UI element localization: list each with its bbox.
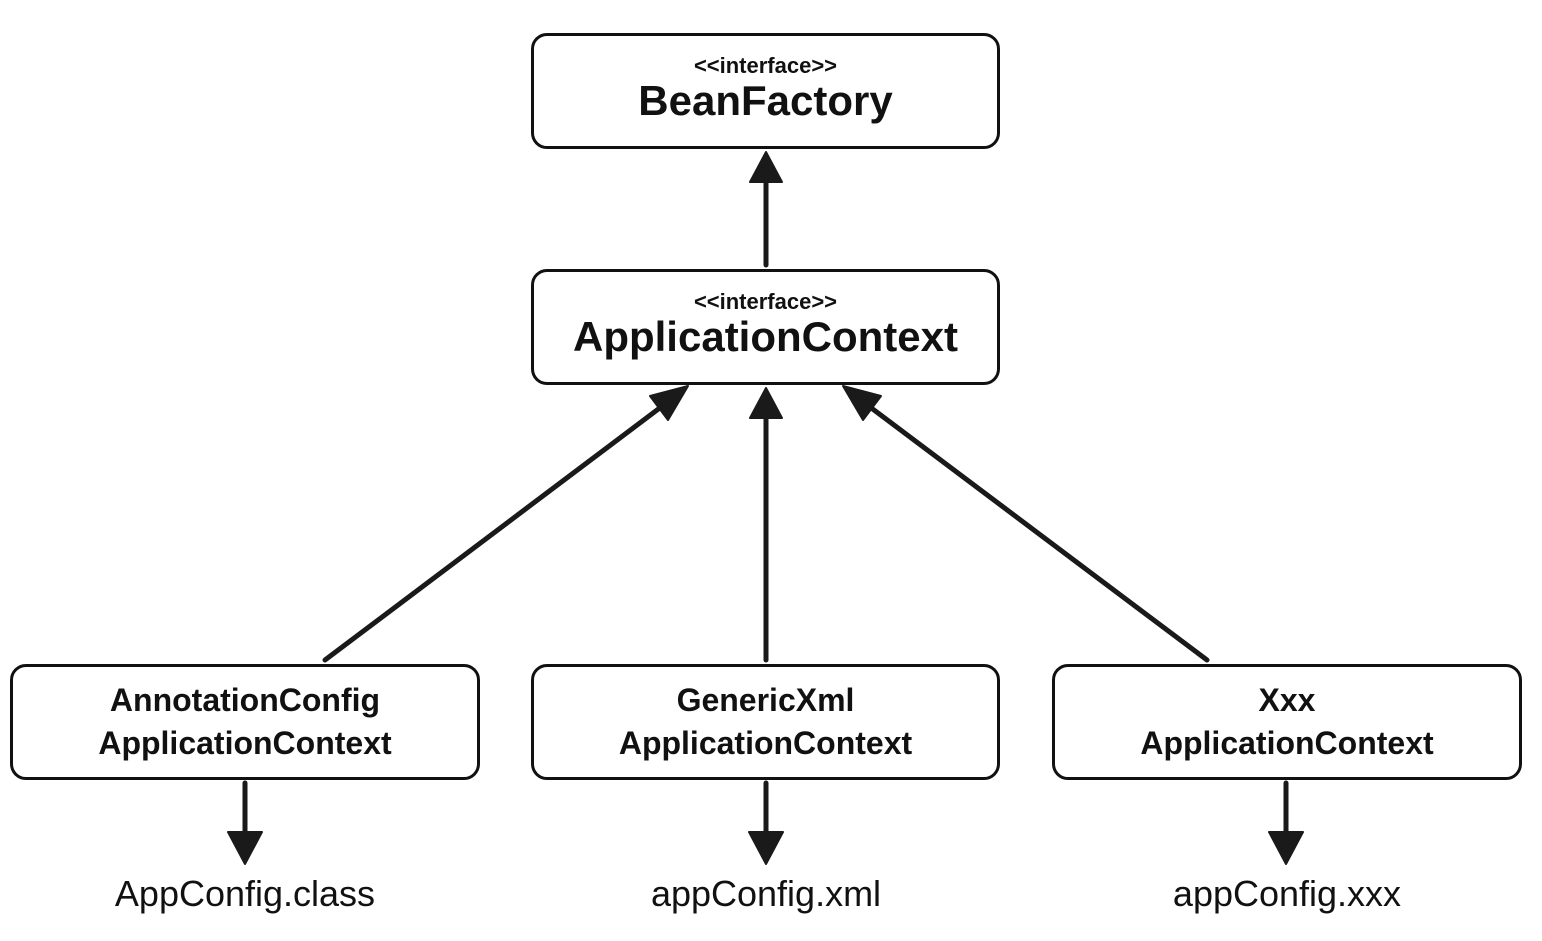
applicationcontext-stereotype: <<interface>> <box>693 289 838 314</box>
applicationcontext-interface-box: <<interface>> ApplicationContext <box>531 269 1000 385</box>
config-label-appconfig-class: AppConfig.class <box>114 873 376 914</box>
genericxml-applicationcontext-box: GenericXml ApplicationContext <box>531 664 1000 780</box>
beanfactory-name: BeanFactory <box>638 77 893 124</box>
beanfactory-interface-box: <<interface>> BeanFactory <box>531 33 1000 149</box>
inheritance-arrow-xxx-to-applicationcontext <box>842 385 1210 663</box>
applicationcontext-name: ApplicationContext <box>573 313 958 360</box>
genericxml-line1: GenericXml <box>676 682 855 718</box>
config-arrow-xxx <box>1268 780 1304 865</box>
config-label-appconfig-xml: appConfig.xml <box>650 873 882 914</box>
annotationconfig-applicationcontext-box: AnnotationConfig ApplicationContext <box>10 664 480 780</box>
config-label-appconfig-xxx: appConfig.xxx <box>1172 873 1402 914</box>
annotationconfig-line2: ApplicationContext <box>98 725 392 761</box>
xxx-applicationcontext-box: Xxx ApplicationContext <box>1052 664 1522 780</box>
annotationconfig-line1: AnnotationConfig <box>109 682 381 718</box>
beanfactory-stereotype: <<interface>> <box>693 53 838 78</box>
inheritance-arrow-annotationconfig-to-applicationcontext <box>322 385 689 663</box>
xxx-line2: ApplicationContext <box>1140 725 1434 761</box>
config-arrow-annotationconfig <box>227 780 263 865</box>
xxx-line1: Xxx <box>1258 682 1316 718</box>
inheritance-arrow-applicationcontext-to-beanfactory <box>749 151 783 268</box>
genericxml-line2: ApplicationContext <box>618 725 913 761</box>
inheritance-arrow-genericxml-to-applicationcontext <box>749 387 783 663</box>
config-arrow-genericxml <box>748 780 784 865</box>
